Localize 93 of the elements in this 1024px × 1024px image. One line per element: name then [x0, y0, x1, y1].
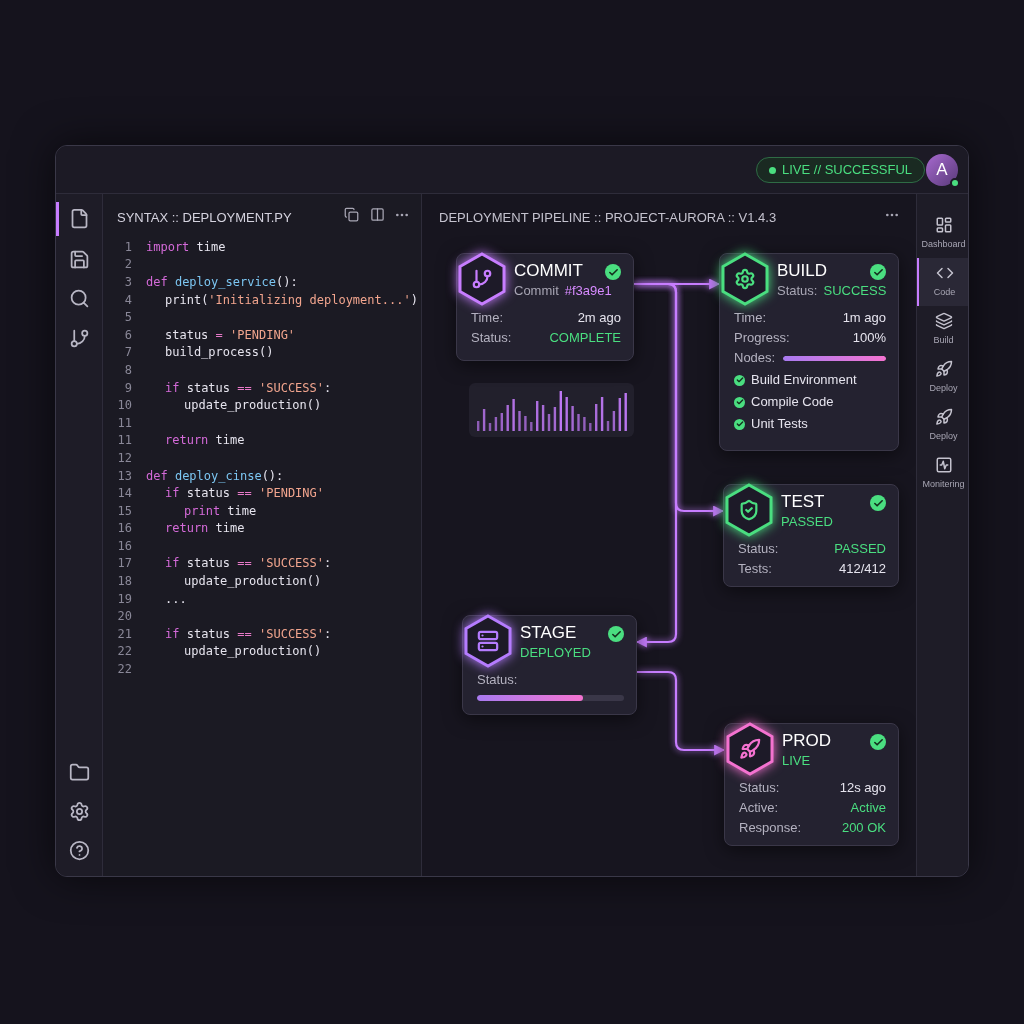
- line-number: 11: [116, 414, 132, 432]
- node-text: Status:: [471, 329, 512, 347]
- line-number: 10: [116, 397, 132, 415]
- code-line: return time: [164, 432, 245, 450]
- node-text: Nodes:: [734, 349, 776, 367]
- node-text: Tests:: [738, 560, 772, 578]
- code-line: if status == 'SUCCESS':: [164, 555, 332, 573]
- stage-card: [723, 484, 899, 587]
- line-number: 9: [123, 379, 132, 397]
- panel-title: SYNTAX :: DEPLOYMENT.PY: [117, 209, 292, 227]
- stage-card: [456, 253, 634, 361]
- code-line: if status == 'SUCCESS':: [164, 379, 332, 397]
- node-text: Build Environment: [751, 371, 857, 389]
- line-number: 22: [116, 661, 132, 679]
- node-text: COMMIT: [514, 260, 584, 282]
- node-text: PASSED: [781, 513, 833, 531]
- node-text: Commit: [514, 282, 559, 300]
- node-text: Unit Tests: [751, 415, 808, 433]
- code-line: build_process(): [164, 344, 274, 362]
- line-number: 2: [123, 256, 132, 274]
- node-text: Status:: [739, 779, 780, 797]
- node-text: Status:: [477, 671, 519, 689]
- node-text: DEPLOYED: [520, 644, 591, 662]
- code-line: if status == 'SUCCESS':: [164, 625, 332, 643]
- code-line: update_production(): [183, 397, 322, 415]
- nav-label: Code: [933, 286, 956, 300]
- node-text: Time:: [471, 309, 504, 327]
- code-line: update_production(): [183, 643, 322, 661]
- code-line: def deploy_cinse():: [146, 467, 284, 485]
- line-number: 22: [116, 643, 132, 661]
- status-text: LIVE // SUCCESSFUL: [782, 161, 913, 180]
- line-number: 21: [116, 625, 132, 643]
- node-text: 12s ago: [839, 779, 886, 797]
- node-text: PROD: [782, 730, 833, 752]
- node-text: PASSED: [834, 540, 886, 558]
- node-text: 100%: [852, 329, 886, 347]
- code-line: return time: [164, 520, 245, 538]
- line-number: 16: [116, 537, 132, 555]
- line-number: 14: [116, 485, 132, 503]
- line-number: 17: [116, 555, 132, 573]
- line-number: 7: [123, 344, 132, 362]
- line-number: 16: [116, 520, 132, 538]
- node-text: 200 OK: [841, 819, 886, 837]
- stage-card: [462, 615, 637, 715]
- line-number: 11: [116, 432, 132, 450]
- code-line: status = 'PENDING': [164, 326, 296, 344]
- node-text: Time:: [734, 309, 767, 327]
- node-text: Response:: [739, 819, 802, 837]
- node-text: 412/412: [839, 560, 886, 578]
- nav-label: Build: [933, 334, 954, 348]
- code-line: ...: [164, 590, 187, 608]
- node-text: TEST: [781, 491, 826, 513]
- nav-label: Deploy: [929, 430, 958, 444]
- line-number: 15: [116, 502, 132, 520]
- line-number: 4: [123, 291, 132, 309]
- panel-title: DEPLOYMENT PIPELINE :: PROJECT-AURORA :: V1.4.3: [439, 209, 777, 227]
- line-number: 12: [116, 449, 132, 467]
- node-text: SUCCESS: [823, 282, 887, 300]
- stage-card: [724, 723, 899, 846]
- node-text: Status:: [777, 282, 818, 300]
- node-text: Status:: [738, 540, 779, 558]
- line-number: 1: [123, 238, 132, 256]
- code-line: if status == 'PENDING': [164, 485, 324, 503]
- line-number: 18: [116, 573, 132, 591]
- node-text: #f3a9e1: [564, 282, 612, 300]
- nav-label: Monitering: [922, 478, 965, 492]
- line-number: 5: [123, 309, 132, 327]
- line-number: 19: [116, 590, 132, 608]
- node-text: Compile Code: [751, 393, 834, 411]
- code-line: print time: [183, 502, 257, 520]
- nav-label: Dashboard: [921, 238, 966, 252]
- line-number: 6: [123, 326, 132, 344]
- code-line: import time: [146, 238, 226, 256]
- line-number: 20: [116, 608, 132, 626]
- node-text: STAGE: [520, 622, 578, 644]
- node-text: LIVE: [782, 752, 811, 770]
- code-line: update_production(): [183, 573, 322, 591]
- node-text: Active: [850, 799, 886, 817]
- nav-label: Deploy: [929, 382, 958, 396]
- node-text: 2m ago: [577, 309, 621, 327]
- line-number: 13: [116, 467, 132, 485]
- node-text: COMPLETE: [549, 329, 621, 347]
- stage-card: [719, 253, 899, 451]
- connector-arrow: [637, 670, 726, 756]
- line-number: 3: [123, 274, 132, 291]
- node-text: Active:: [739, 799, 778, 817]
- node-text: 1m ago: [842, 309, 886, 327]
- avatar: A: [926, 154, 958, 186]
- code-line: def deploy_service():: [146, 274, 298, 291]
- node-text: BUILD: [777, 260, 829, 282]
- node-text: Progress:: [734, 329, 790, 347]
- line-number: 8: [123, 361, 132, 379]
- code-line: print('Initializing deployment...'): [164, 291, 418, 309]
